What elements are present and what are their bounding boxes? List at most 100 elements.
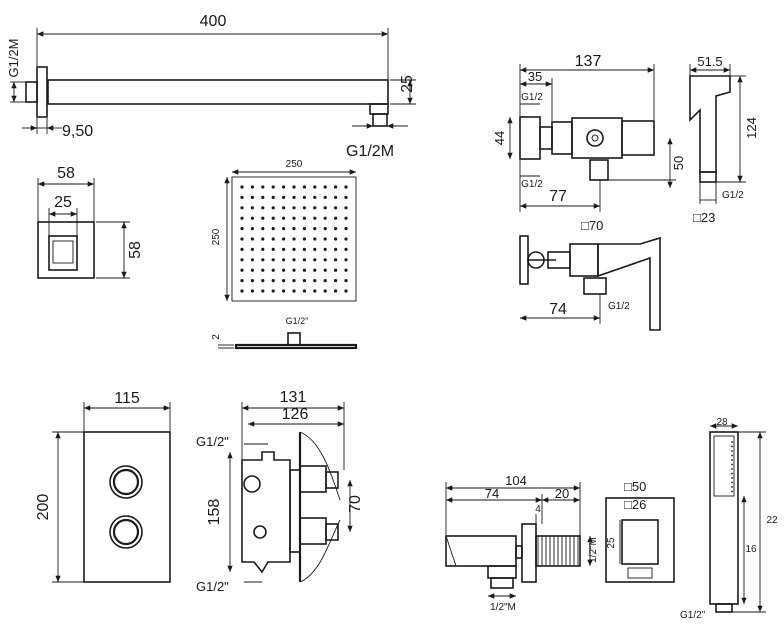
nozzle-dot — [344, 216, 348, 220]
nozzle-dot — [240, 258, 244, 262]
valve-plate-label: □70 — [581, 218, 603, 233]
nozzle-dot — [282, 206, 286, 210]
body-inlet-bottom-label: G1/2" — [196, 579, 229, 594]
nozzle-dot — [240, 195, 244, 199]
nozzle-dot — [302, 258, 306, 262]
nozzle-dot — [344, 185, 348, 189]
nozzle-dot — [334, 258, 338, 262]
nozzle-dot — [334, 206, 338, 210]
valve-length-label: 137 — [575, 53, 602, 70]
nozzle-dot — [261, 216, 265, 220]
outlet-bottom-label: 1/2"M — [490, 602, 516, 613]
nozzle-dot — [302, 279, 306, 283]
spray-hole — [731, 463, 733, 466]
shower-head-drawing: 250 250 2 G1/2" — [211, 159, 358, 350]
nozzle-dot — [250, 247, 254, 251]
nozzle-dot — [261, 206, 265, 210]
nozzle-dot — [292, 195, 296, 199]
nozzle-dot — [261, 279, 265, 283]
spray-hole — [731, 481, 733, 484]
outlet-thread-label: 20 — [555, 486, 569, 501]
nozzle-dot — [282, 258, 286, 262]
nozzle-dot — [334, 185, 338, 189]
plate-width-label: 115 — [114, 390, 140, 407]
nozzle-dot — [334, 227, 338, 231]
nozzle-dot — [344, 247, 348, 251]
nozzle-dot — [240, 216, 244, 220]
nozzle-dot — [334, 195, 338, 199]
spray-hole — [731, 477, 733, 479]
nozzle-dot — [313, 237, 317, 241]
nozzle-dot — [240, 206, 244, 210]
nozzle-dot — [323, 206, 327, 210]
arm-height-label: 25 — [399, 75, 416, 93]
nozzle-dot — [261, 227, 265, 231]
bidet-valve-drawing: 137 35 G1/2 44 G1/2 50 77 □70 74 G1/2 — [492, 53, 686, 331]
wall-flange-drawing: 58 25 58 — [37, 165, 144, 279]
nozzle-dot — [334, 289, 338, 293]
nozzle-dot — [250, 237, 254, 241]
nozzle-dot — [282, 289, 286, 293]
nozzle-grid — [240, 185, 348, 293]
nozzle-dot — [323, 185, 327, 189]
nozzle-dot — [261, 289, 265, 293]
nozzle-dot — [271, 279, 275, 283]
outlet-plate-height-label: 25 — [606, 537, 617, 549]
flange-inner-label: 25 — [54, 194, 72, 211]
nozzle-dot — [302, 237, 306, 241]
nozzle-dot — [250, 206, 254, 210]
spray-hole — [731, 441, 733, 443]
nozzle-dot — [271, 247, 275, 251]
arm-offset-label: 9,50 — [62, 123, 93, 140]
nozzle-dot — [302, 247, 306, 251]
body-spacing-label: 70 — [347, 495, 364, 513]
nozzle-dot — [323, 237, 327, 241]
nozzle-dot — [313, 289, 317, 293]
head-width-label: 250 — [286, 159, 303, 170]
nozzle-dot — [240, 268, 244, 272]
spray-holes — [731, 441, 733, 493]
head-connection-label: G1/2" — [286, 316, 309, 326]
nozzle-dot — [334, 237, 338, 241]
nozzle-dot — [313, 216, 317, 220]
nozzle-dot — [313, 206, 317, 210]
handshower-drawing: 28 22 16 G1/2" — [680, 417, 778, 621]
nozzle-dot — [323, 258, 327, 262]
flange-width-label: 58 — [57, 165, 75, 182]
nozzle-dot — [292, 258, 296, 262]
nozzle-dot — [282, 247, 286, 251]
thread-lines — [537, 536, 579, 566]
arm-inlet-label: G1/2M — [6, 38, 21, 77]
arm-length-label: 400 — [200, 13, 227, 30]
arm-outlet-label: G1/2M — [346, 143, 394, 160]
nozzle-dot — [302, 185, 306, 189]
nozzle-dot — [250, 185, 254, 189]
hand-spray-drawing: 51.5 124 G1/2 □23 — [689, 54, 759, 225]
nozzle-dot — [344, 237, 348, 241]
nozzle-dot — [240, 279, 244, 283]
nozzle-dot — [292, 206, 296, 210]
nozzle-dot — [240, 289, 244, 293]
nozzle-dot — [334, 268, 338, 272]
valve-depth-label: 77 — [549, 188, 567, 205]
nozzle-dot — [302, 289, 306, 293]
outlet-nut-label: 4 — [535, 504, 541, 515]
nozzle-dot — [261, 195, 265, 199]
nozzle-dot — [323, 279, 327, 283]
nozzle-dot — [292, 247, 296, 251]
nozzle-dot — [313, 258, 317, 262]
valve-inlet-top-label: G1/2 — [521, 92, 543, 103]
nozzle-dot — [323, 227, 327, 231]
nozzle-dot — [344, 268, 348, 272]
nozzle-dot — [302, 216, 306, 220]
nozzle-dot — [250, 289, 254, 293]
nozzle-dot — [250, 279, 254, 283]
outlet-body-label: 74 — [485, 486, 499, 501]
nozzle-dot — [323, 195, 327, 199]
nozzle-dot — [271, 268, 275, 272]
nozzle-dot — [271, 216, 275, 220]
nozzle-dot — [271, 237, 275, 241]
nozzle-dot — [344, 195, 348, 199]
nozzle-dot — [261, 247, 265, 251]
